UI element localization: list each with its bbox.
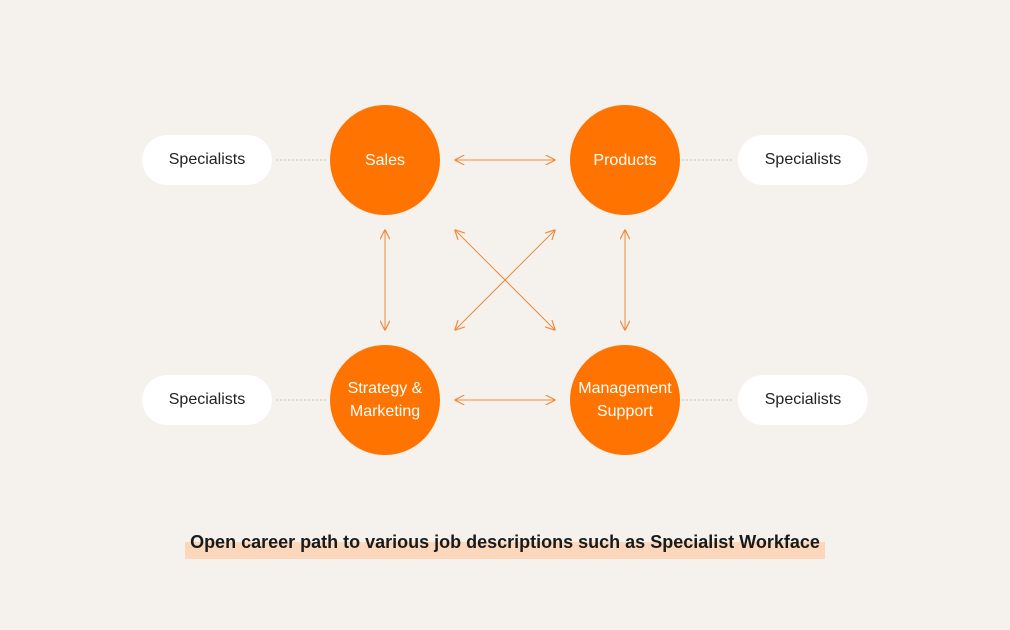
node-management-support-label: Management Support — [578, 380, 672, 420]
node-strategy-marketing-label: Strategy & Marketing — [347, 380, 423, 420]
node-products: Products — [570, 105, 680, 215]
arrow-products-strategy — [455, 230, 555, 330]
specialists-pill-top-left: Specialists — [142, 135, 272, 185]
specialists-label: Specialists — [764, 391, 842, 408]
specialists-pill-bottom-left: Specialists — [142, 375, 272, 425]
node-sales-label: Sales — [364, 151, 406, 169]
specialists-pill-top-right: Specialists — [738, 135, 868, 185]
caption-block: Open career path to various job descript… — [185, 530, 825, 560]
node-management-support: Management Support — [570, 345, 680, 455]
specialists-label: Specialists — [168, 151, 246, 168]
node-sales: Sales — [330, 105, 440, 215]
node-products-label: Products — [593, 151, 657, 169]
caption-highlight — [185, 542, 825, 559]
specialists-label: Specialists — [168, 391, 246, 408]
specialists-pill-bottom-right: Specialists — [738, 375, 868, 425]
specialists-label: Specialists — [764, 151, 842, 168]
caption-text: Open career path to various job descript… — [190, 532, 820, 552]
node-strategy-marketing: Strategy & Marketing — [330, 345, 440, 455]
